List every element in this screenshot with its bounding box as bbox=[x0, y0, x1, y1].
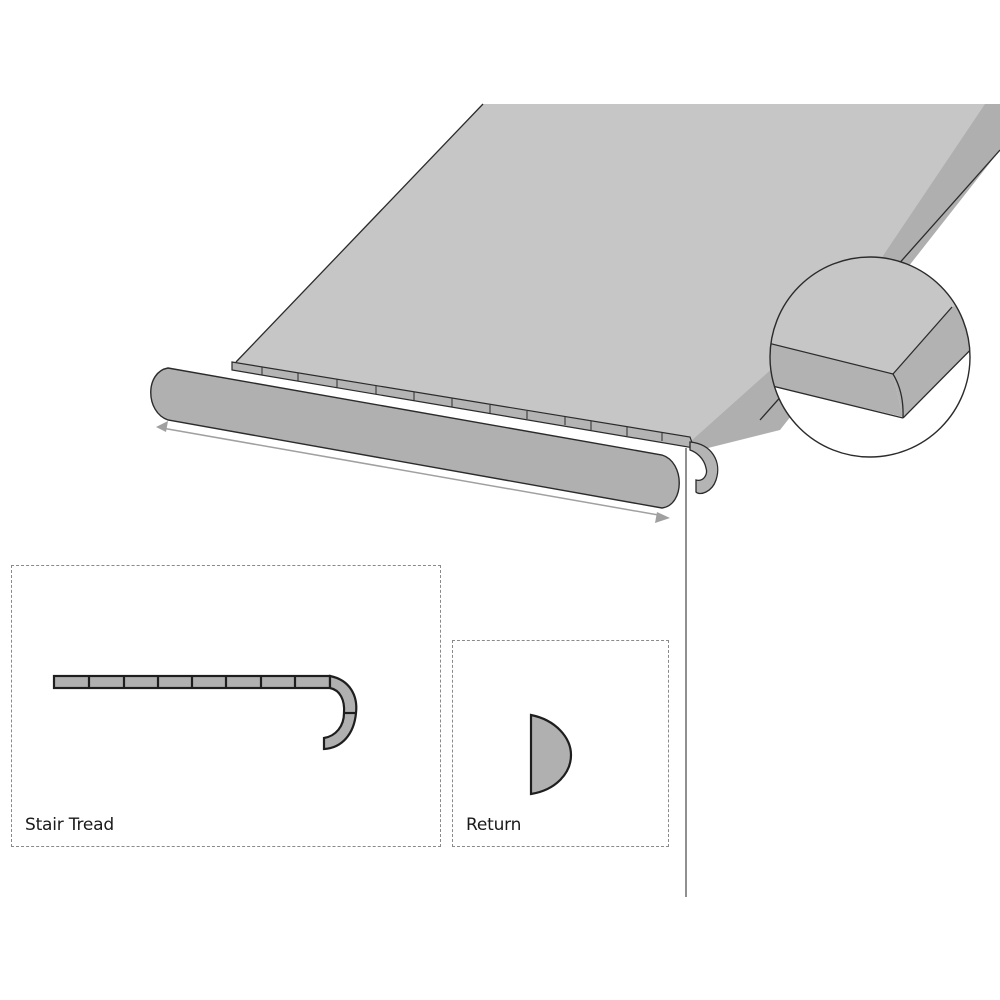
stair-tread-label: Stair Tread bbox=[25, 815, 114, 835]
edge-detail-magnifier bbox=[769, 256, 971, 458]
main-tread bbox=[231, 103, 1000, 495]
return-label: Return bbox=[466, 815, 522, 835]
tread-nosing-hook bbox=[689, 441, 719, 495]
stair-tread-panel bbox=[11, 565, 441, 847]
return-piece bbox=[150, 367, 680, 509]
stair-tread-profile bbox=[52, 674, 358, 751]
return-panel bbox=[452, 640, 669, 847]
tread-top-surface bbox=[236, 104, 1000, 442]
return-profile bbox=[529, 713, 573, 796]
length-arrow bbox=[156, 421, 670, 523]
tread-segment-lines bbox=[261, 367, 663, 441]
tread-side-face bbox=[690, 104, 1000, 450]
